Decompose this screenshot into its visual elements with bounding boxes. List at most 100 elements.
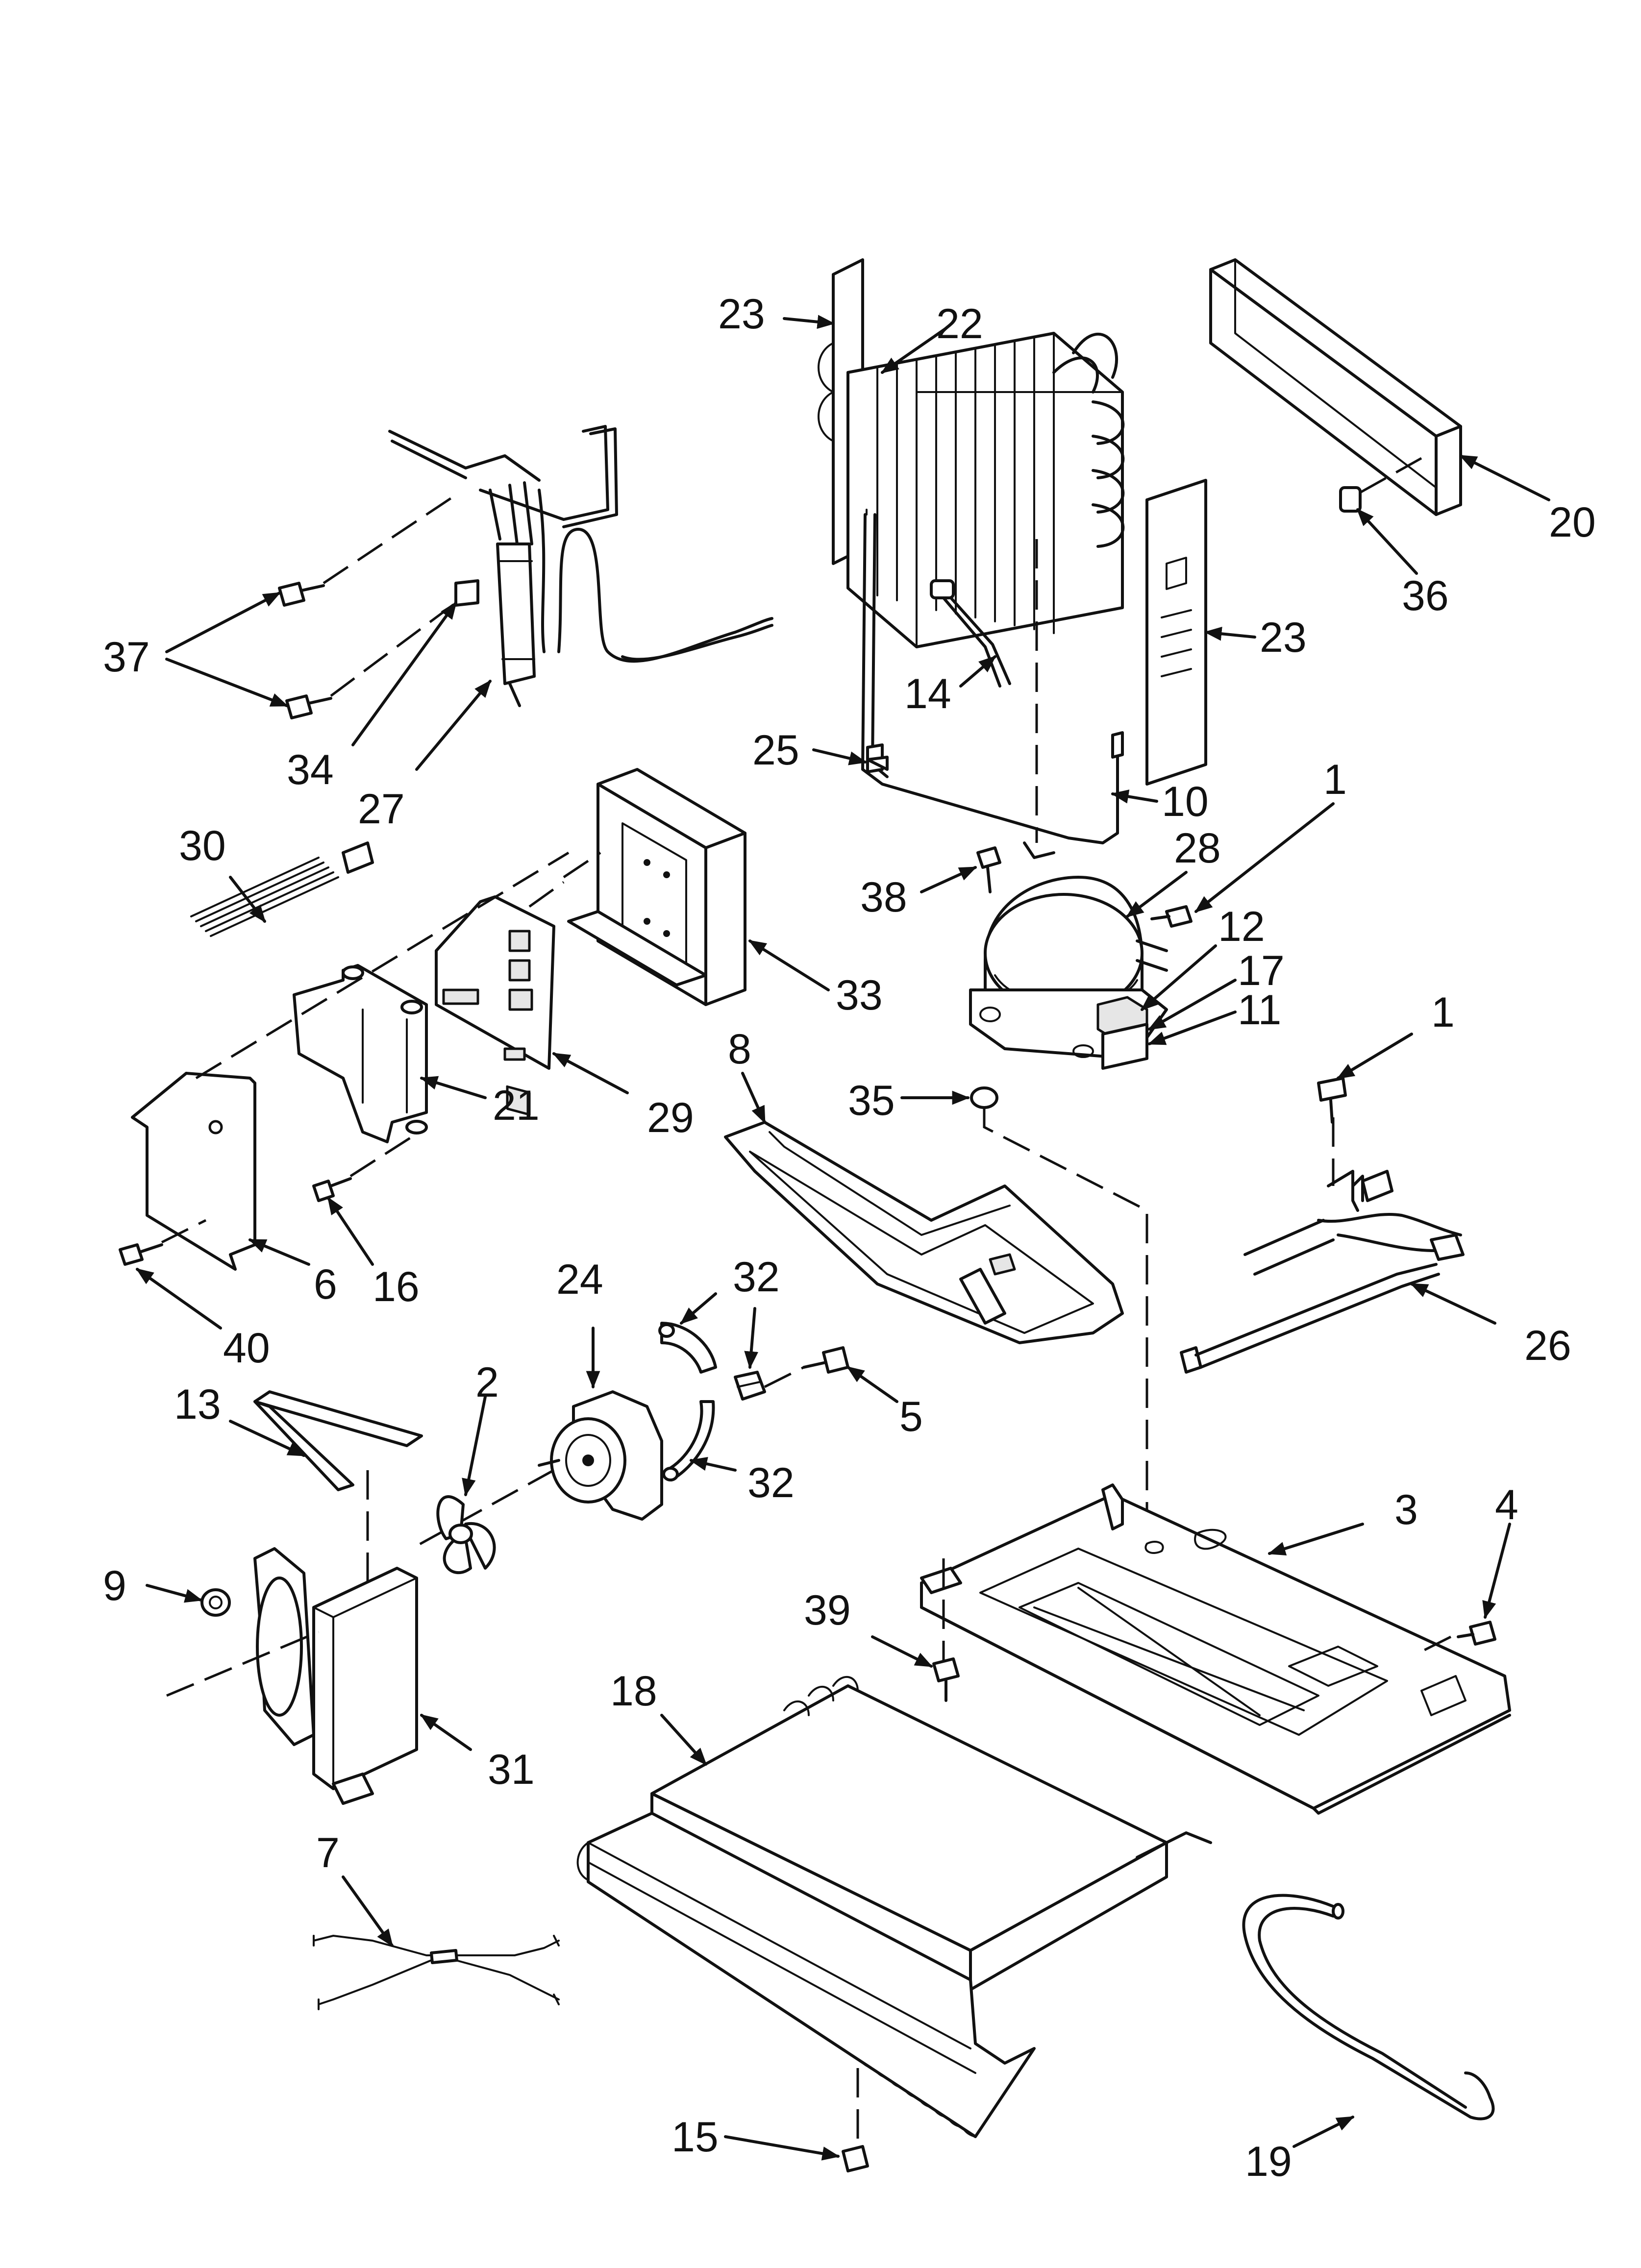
leader-28 <box>1126 871 1188 918</box>
leader-4 <box>1482 1523 1511 1619</box>
callout-22: 22 <box>936 300 983 347</box>
callout-16: 16 <box>373 1263 420 1310</box>
callout-31: 31 <box>488 1746 535 1793</box>
leader-23b <box>1204 626 1256 641</box>
leader-31 <box>420 1714 472 1751</box>
leader-33 <box>748 939 830 991</box>
grommet-part <box>200 1588 231 1617</box>
leader-32b <box>689 1456 737 1472</box>
leader-23a <box>783 315 835 329</box>
cover-channel-part <box>1209 258 1462 516</box>
defrost-heater-part <box>861 509 1124 859</box>
leader-37b <box>165 658 289 707</box>
callout-5: 5 <box>899 1393 923 1440</box>
screw-part <box>932 1558 1496 1702</box>
callout-1a: 1 <box>1323 756 1347 803</box>
screw-part <box>802 1346 849 1374</box>
power-cord-part <box>1180 1117 1465 1374</box>
callout-38: 38 <box>860 874 907 921</box>
fan-motor-part <box>411 1390 663 1550</box>
leader-18 <box>660 1714 707 1766</box>
leader-13 <box>229 1420 306 1457</box>
leader-lines <box>136 315 1550 2161</box>
control-board-part <box>435 851 601 1116</box>
leader-12 <box>1141 944 1217 1011</box>
callout-40: 40 <box>223 1325 270 1372</box>
wire-harness-part <box>190 841 374 937</box>
leader-32a <box>680 1292 717 1325</box>
leader-26 <box>1410 1282 1496 1325</box>
leader-25 <box>812 748 867 765</box>
callout-36: 36 <box>1402 572 1449 619</box>
leader-6 <box>248 1238 310 1266</box>
machine-compartment-base-part <box>920 1483 1511 1815</box>
leader-36 <box>1356 508 1418 575</box>
fan-shroud-part <box>166 1547 418 1805</box>
callout-14: 14 <box>904 670 951 717</box>
callout-12: 12 <box>1218 903 1265 950</box>
leader-20 <box>1459 454 1550 501</box>
leader-16 <box>327 1197 374 1266</box>
callout-13: 13 <box>174 1381 221 1428</box>
callout-20: 20 <box>1549 499 1596 546</box>
leader-17 <box>1147 979 1237 1031</box>
screw-part <box>976 846 1193 928</box>
callout-18: 18 <box>610 1668 657 1715</box>
leader-2 <box>462 1395 487 1497</box>
callout-30: 30 <box>179 822 226 869</box>
leader-8 <box>741 1072 766 1124</box>
callout-15: 15 <box>671 2114 719 2161</box>
callout-11: 11 <box>1238 986 1281 1034</box>
callout-26: 26 <box>1524 1322 1571 1369</box>
harness-part <box>313 1935 560 2010</box>
screw-part <box>1317 1077 1347 1124</box>
leader-40 <box>136 1268 222 1330</box>
callout-33: 33 <box>836 972 883 1019</box>
callout-17: 17 <box>1238 947 1285 994</box>
callout-29: 29 <box>647 1094 694 1141</box>
leader-38 <box>920 866 977 893</box>
drain-tube-part <box>1242 1894 1495 2120</box>
leader-9 <box>146 1584 203 1603</box>
callout-25: 25 <box>752 727 799 774</box>
grommet-part <box>842 2145 869 2172</box>
leader-19 <box>1293 2116 1355 2148</box>
leader-5 <box>846 1366 898 1403</box>
leader-14 <box>959 655 996 688</box>
drier-tubing-part <box>388 425 773 707</box>
callout-21: 21 <box>493 1082 540 1129</box>
leader-15 <box>724 2135 840 2161</box>
leader-10 <box>1111 789 1158 804</box>
leader-1b <box>1336 1033 1413 1080</box>
callout-23b: 23 <box>1260 614 1307 661</box>
fan-blade-part <box>436 1495 496 1575</box>
callout-2: 2 <box>475 1359 499 1406</box>
leader-1a <box>1194 802 1335 913</box>
leader-7 <box>342 1875 394 1947</box>
leader-39 <box>871 1635 933 1668</box>
clip-part <box>658 1322 805 1481</box>
callout-10: 10 <box>1162 778 1209 825</box>
callout-1b: 1 <box>1431 989 1455 1036</box>
control-box-part <box>1096 996 1148 1070</box>
evaporator-part <box>818 258 1125 648</box>
callout-35: 35 <box>848 1077 895 1124</box>
bracket-part <box>293 964 428 1143</box>
condenser-part <box>576 1676 1212 2146</box>
leader-27 <box>415 680 492 771</box>
callout-34: 34 <box>287 746 334 793</box>
leader-37a <box>165 592 281 653</box>
callout-19: 19 <box>1245 2138 1292 2185</box>
callout-labels: 23 22 20 36 23 37 34 27 14 25 10 1 28 38… <box>103 291 1596 2185</box>
callout-32b: 32 <box>747 1459 795 1506</box>
callout-4: 4 <box>1495 1481 1518 1528</box>
callout-27: 27 <box>358 786 405 833</box>
leader-22 <box>881 327 947 374</box>
grommet-part <box>970 1086 1148 1544</box>
leader-21 <box>420 1076 487 1099</box>
callout-32a: 32 <box>733 1254 780 1301</box>
drain-pan-part <box>724 1121 1124 1344</box>
callout-8: 8 <box>728 1026 751 1073</box>
